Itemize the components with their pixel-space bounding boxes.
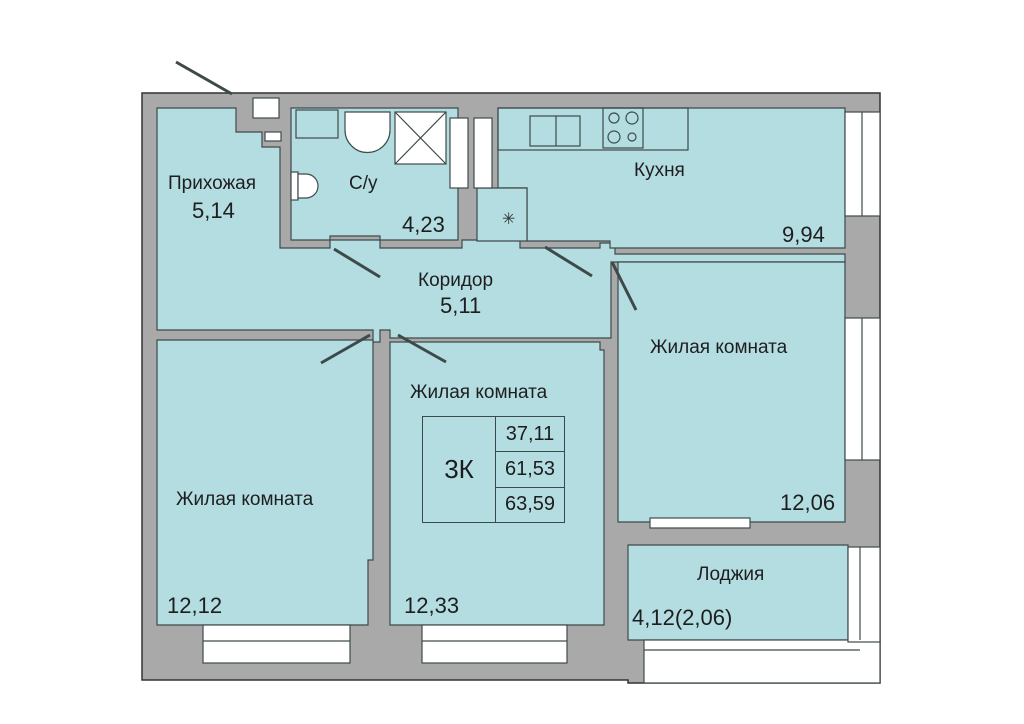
room-name-loggia: Лоджия xyxy=(697,564,765,585)
room-area-bathroom: 4,23 xyxy=(402,212,445,237)
entry-door xyxy=(175,60,233,96)
room-name-living-center: Жилая комната xyxy=(410,382,548,403)
total-area: 61,53 xyxy=(496,452,564,488)
room-name-corridor: Коридор xyxy=(418,270,494,291)
room-area-loggia: 4,12(2,06) xyxy=(632,605,733,630)
room-name-living-right: Жилая комната xyxy=(650,337,788,358)
room-name-kitchen: Кухня xyxy=(634,160,685,181)
room-area-living-left: 12,12 xyxy=(167,593,223,618)
kitchen-fixtures xyxy=(449,107,689,189)
room-name-hall: Прихожая xyxy=(168,173,257,194)
room-name-living-left: Жилая комната xyxy=(176,489,314,510)
total-area-with-loggia: 63,59 xyxy=(504,493,556,516)
bathroom-fixtures xyxy=(252,97,447,201)
apartment-type: 3К xyxy=(423,417,496,522)
room-area-corridor: 5,11 xyxy=(440,293,482,318)
room-area-kitchen: 9,94 xyxy=(782,222,825,247)
room-area-hall: 5,14 xyxy=(192,198,235,223)
windows xyxy=(202,111,881,684)
apartment-summary-box: 3К 37,11 61,53 63,59 xyxy=(422,416,565,523)
room-area-living-right: 12,06 xyxy=(780,490,836,515)
room-fills xyxy=(156,107,849,641)
room-area-living-center: 12,33 xyxy=(404,593,460,618)
interior-doors xyxy=(320,245,638,365)
room-name-bathroom: С/у xyxy=(349,173,378,194)
living-area: 37,11 xyxy=(496,417,564,453)
vent-asterisk-icon: ✳ xyxy=(502,209,515,228)
